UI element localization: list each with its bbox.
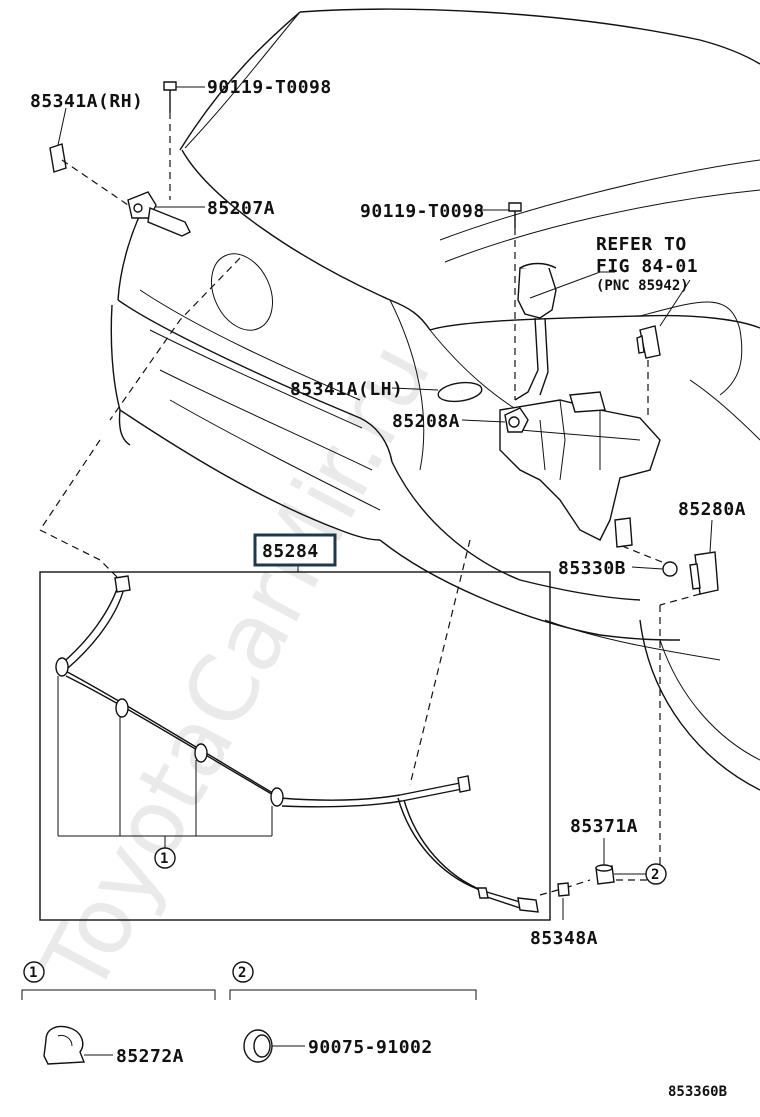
legend-1-bracket (21, 989, 216, 1000)
label-85341a-rh: 85341A(RH) (30, 91, 143, 112)
label-85284: 85284 (262, 541, 319, 562)
grommet-85330b-shape (662, 561, 678, 577)
label-85341a-lh: 85341A(LH) (290, 379, 403, 400)
bolt-top-shape (163, 81, 177, 112)
clamp-90075-shape (243, 1029, 305, 1063)
washer-tank (499, 262, 661, 548)
part-85371a-shape (595, 864, 615, 885)
bolt-mid-shape (508, 202, 522, 228)
label-90119-mid: 90119-T0098 (360, 201, 485, 222)
callout-1-number: 1 (160, 851, 168, 867)
legend-2-circle (232, 961, 254, 983)
label-refer-line1: REFER TO (596, 234, 687, 255)
label-90119-top: 90119-T0098 (207, 77, 332, 98)
part-85284-box (253, 533, 337, 567)
callout-2-number: 2 (651, 867, 659, 883)
clamp-85272a-shape (43, 1025, 113, 1065)
dashed-leaders (39, 112, 701, 896)
label-85280a: 85280A (678, 499, 746, 520)
legend-2-bracket (229, 989, 477, 1000)
part-85348a-shape (557, 882, 570, 897)
figure-code: 853360B (668, 1084, 727, 1100)
cap-rh-shape (49, 143, 67, 173)
label-85330b: 85330B (558, 558, 626, 579)
washer-hose-shape (55, 575, 539, 913)
label-85272a: 85272A (116, 1046, 184, 1067)
hose-assembly-frame (39, 571, 551, 921)
legend-2-number: 2 (238, 965, 246, 981)
callout1-bracket (57, 676, 273, 848)
callout-2-circle (645, 863, 667, 885)
solid-leaders (57, 86, 713, 920)
motor-85280a-shape (689, 551, 719, 595)
label-85208a: 85208A (392, 411, 460, 432)
car-body-outline (110, 8, 760, 791)
label-85207a: 85207A (207, 198, 275, 219)
legend-1-circle (23, 961, 45, 983)
nozzle-rh-shape (127, 191, 191, 237)
label-85371a: 85371A (570, 816, 638, 837)
label-refer-line3: (PNC 85942) (596, 278, 689, 294)
label-refer-line2: FIG 84-01 (596, 256, 698, 277)
label-85348a: 85348A (530, 928, 598, 949)
legend-1-number: 1 (29, 965, 37, 981)
label-90075-91002: 90075-91002 (308, 1037, 433, 1058)
cap-lh-shape (437, 381, 483, 403)
callout-1-circle (154, 847, 176, 869)
watermark-text: ToyotaCarMir.ru (19, 326, 451, 1011)
